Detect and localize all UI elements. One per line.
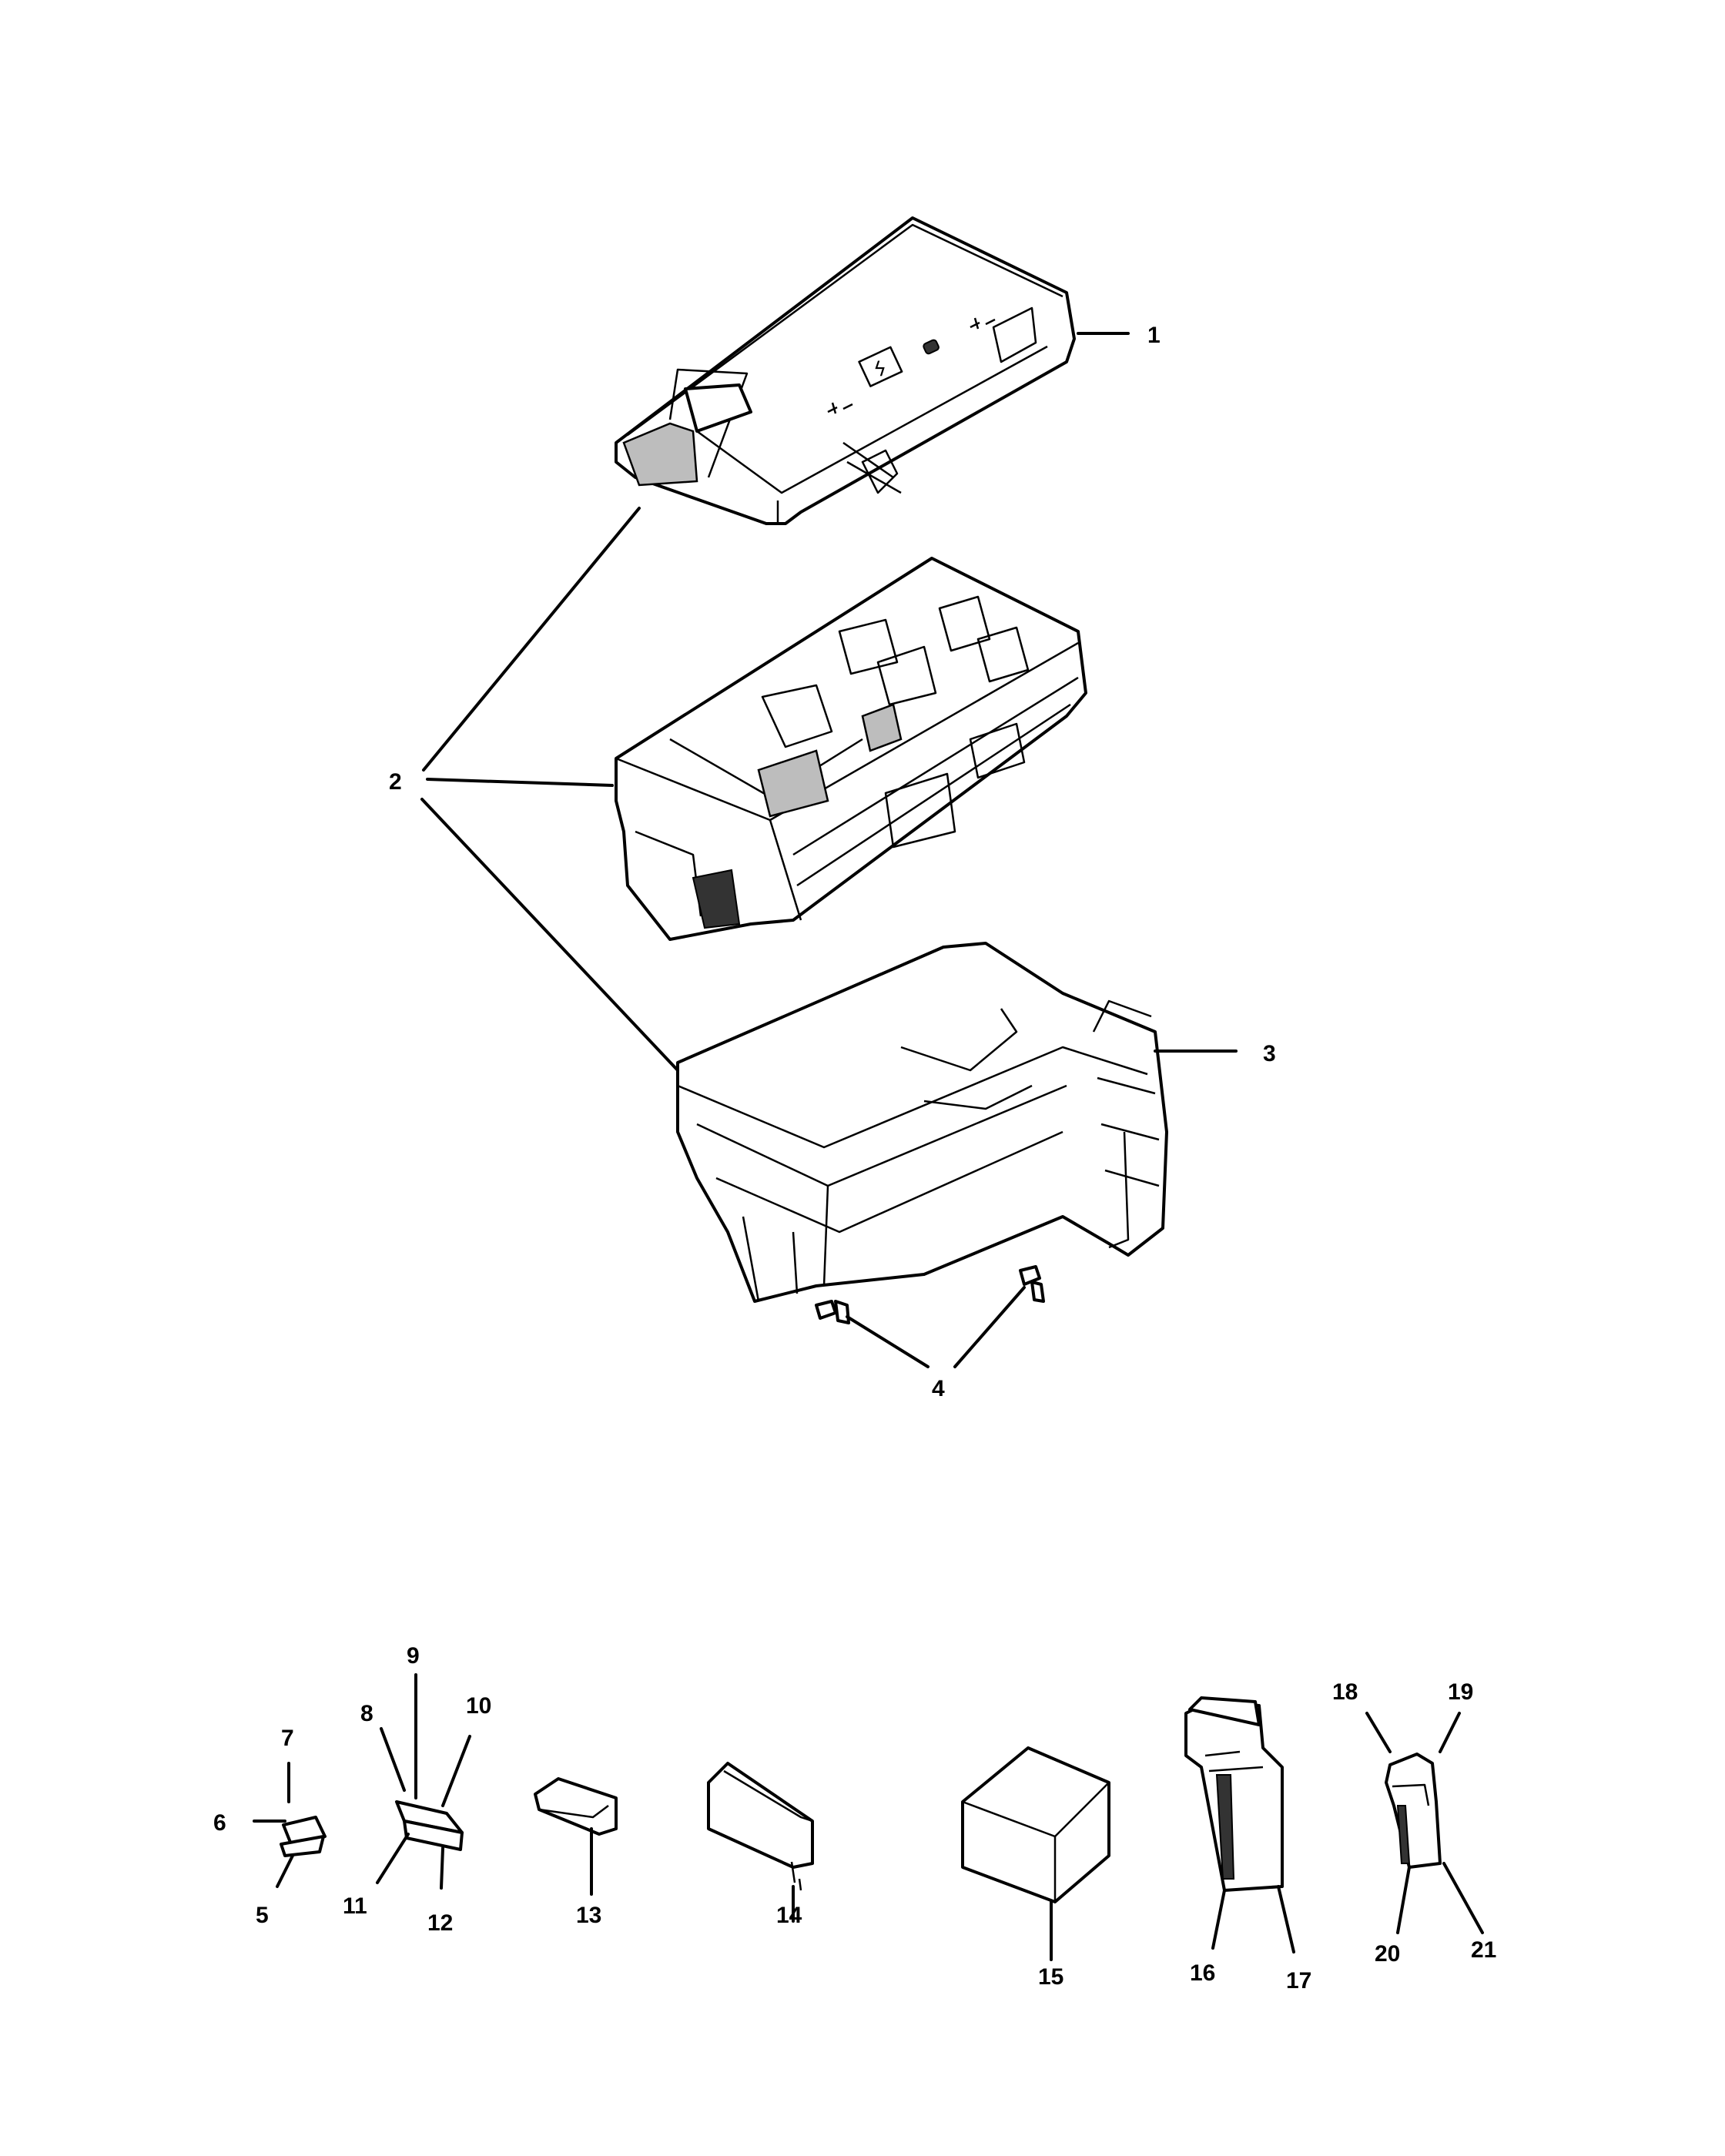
screw-right (1019, 1265, 1045, 1303)
callout-2: 2 (389, 769, 402, 795)
callout-21: 21 (1471, 1937, 1496, 1963)
micro-relay-tall (1184, 1696, 1284, 1892)
cartridge-fuse-small (534, 1777, 618, 1836)
mini-fuse (280, 1816, 327, 1857)
fuse-block-assembly (615, 557, 1087, 941)
callout-7: 7 (281, 1726, 294, 1751)
leader-lines (253, 332, 1484, 1961)
callout-20: 20 (1375, 1941, 1400, 1967)
callout-labels: 1 2 3 4 5 6 7 8 9 10 11 12 13 14 15 16 1… (213, 323, 1496, 1994)
callout-1: 1 (1147, 323, 1161, 348)
callout-18: 18 (1332, 1679, 1358, 1705)
cartridge-fuse-large (707, 1762, 814, 1891)
lower-tray (676, 942, 1168, 1303)
callout-17: 17 (1286, 1968, 1311, 1994)
callout-9: 9 (407, 1643, 420, 1669)
relay (961, 1746, 1110, 1903)
callout-14: 14 (776, 1903, 802, 1928)
callout-19: 19 (1448, 1679, 1473, 1705)
callout-12: 12 (427, 1910, 453, 1936)
callout-3: 3 (1263, 1041, 1276, 1066)
callout-11: 11 (343, 1893, 367, 1919)
micro-relay-small (1385, 1753, 1442, 1869)
callout-4: 4 (932, 1376, 945, 1401)
callout-15: 15 (1038, 1964, 1063, 1990)
fuse-box-cover: ϟ (615, 216, 1076, 525)
screw-left (815, 1300, 850, 1324)
callout-16: 16 (1190, 1960, 1215, 1986)
cover-symbol: ϟ (873, 358, 886, 381)
callout-13: 13 (576, 1903, 601, 1928)
callout-6: 6 (213, 1810, 226, 1836)
callout-8: 8 (360, 1701, 373, 1726)
callout-5: 5 (256, 1903, 269, 1928)
callout-10: 10 (466, 1693, 491, 1719)
standard-fuse (395, 1800, 464, 1851)
